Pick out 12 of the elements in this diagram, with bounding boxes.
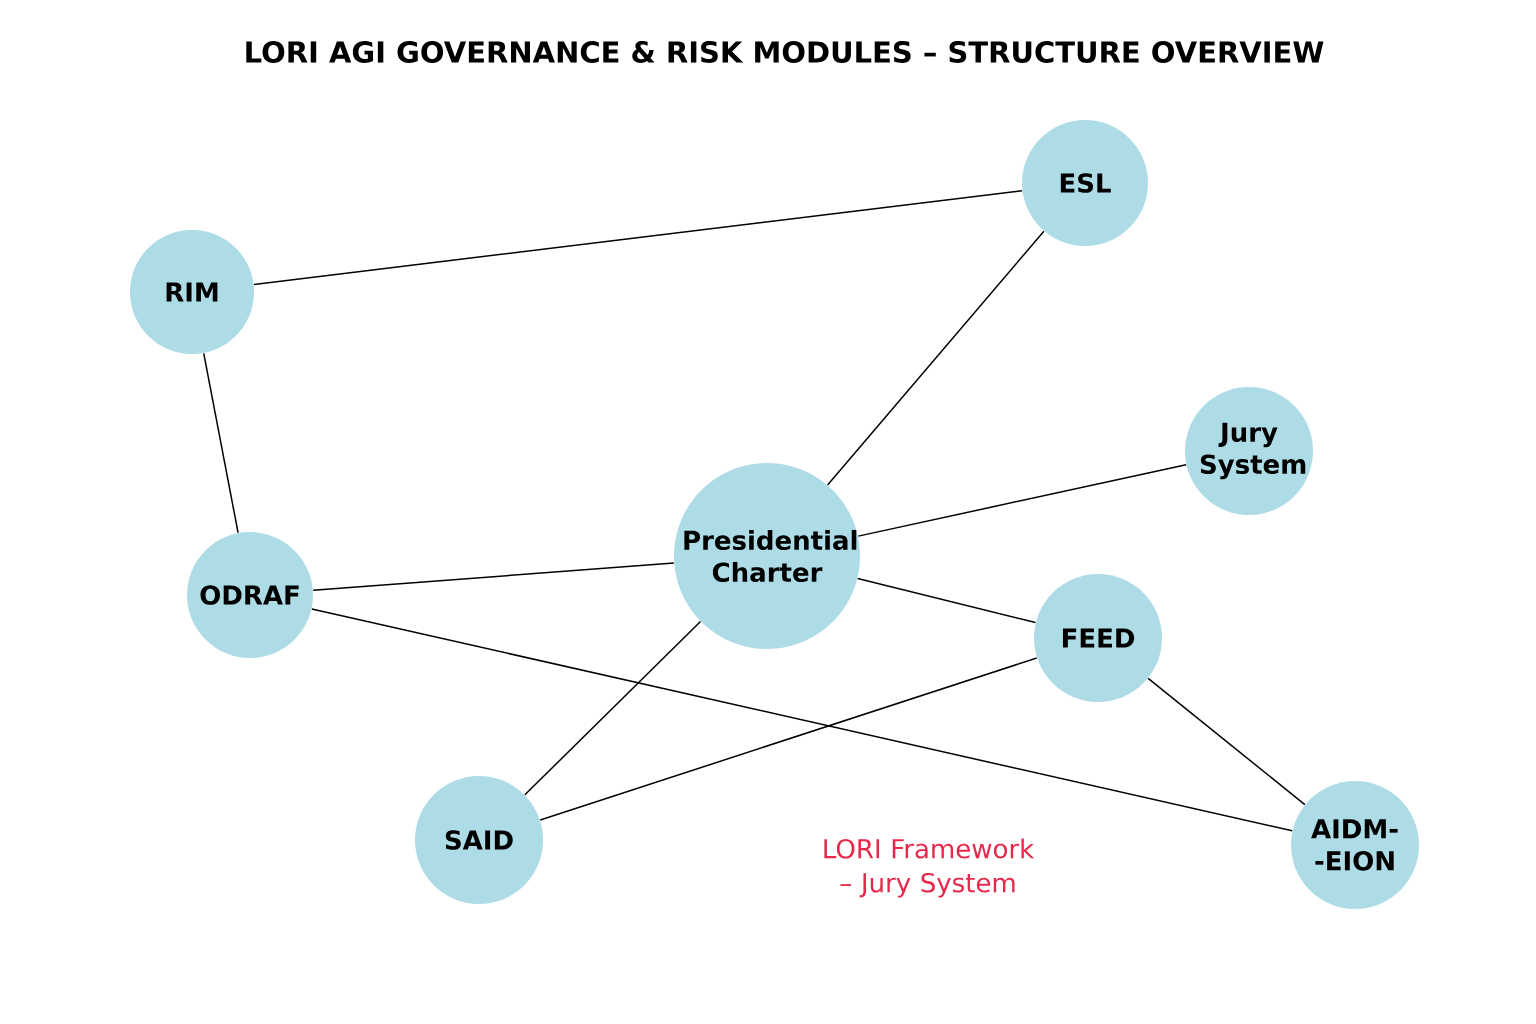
connector-line xyxy=(312,562,675,591)
connector-line xyxy=(539,657,1038,821)
connector-line xyxy=(253,189,1023,286)
connector-line xyxy=(1147,677,1306,806)
connector-line xyxy=(524,620,702,796)
connector-line xyxy=(311,608,1293,832)
connector-line xyxy=(856,577,1037,624)
connector-line xyxy=(857,463,1187,537)
connector-line xyxy=(826,230,1045,486)
connector-line xyxy=(203,352,239,534)
note-text: LORI Framework – Jury System xyxy=(824,838,1035,898)
title: LORI AGI GOVERNANCE & RISK MODULES – STRUCTURE OVERVIEW xyxy=(246,41,1324,63)
